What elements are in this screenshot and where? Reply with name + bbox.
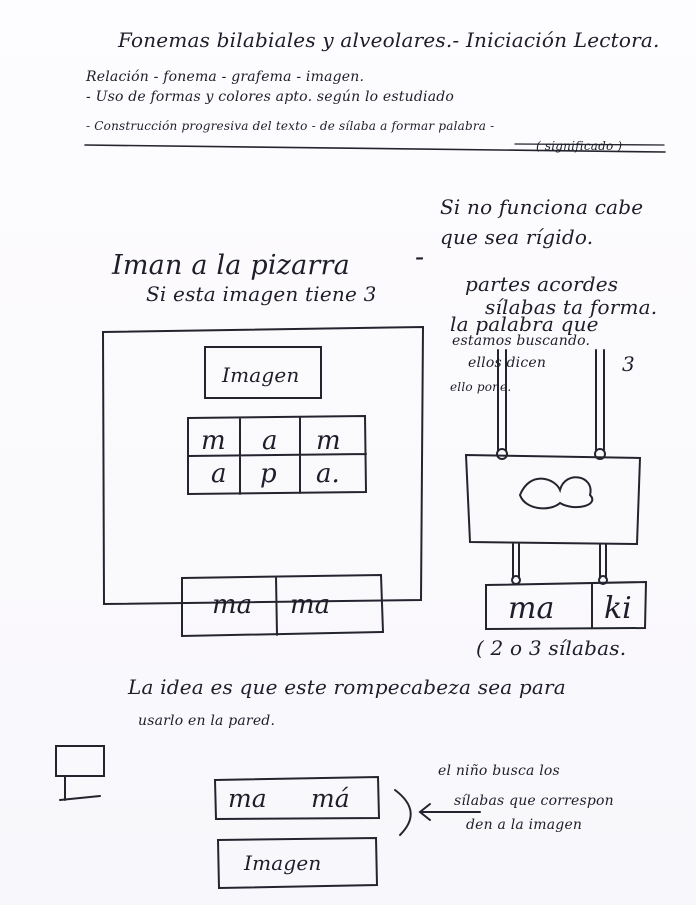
right-note-1: Si no funciona cabe <box>440 195 644 219</box>
iman-text: Iman a la pizarra <box>112 250 350 281</box>
silabas-text: ( 2 o 3 sílabas. <box>476 636 627 660</box>
bottom-imagen-text: Imagen <box>244 851 322 875</box>
board-imagen-box <box>204 346 322 399</box>
grid-cell-5: p <box>260 459 277 489</box>
ma-right-text: ma <box>290 590 331 620</box>
partes-text-2: sílabas ta forma. <box>485 295 658 319</box>
dash-text: - <box>415 242 425 273</box>
grid-cell-4: a <box>211 459 227 489</box>
maki-right-text: ki <box>604 591 632 626</box>
idea-text-2: usarlo en la pared. <box>138 713 276 729</box>
ello-pone-text: ello pone. <box>450 380 512 394</box>
letter-grid <box>187 414 368 496</box>
idea-text-1: La idea es que este rompecabeza sea para <box>128 675 566 699</box>
hanging-strings <box>497 349 605 451</box>
bracket-arrow <box>394 789 481 836</box>
note-line-3: - Construcción progresiva del texto - de… <box>86 119 495 133</box>
grid-cell-2: a <box>262 426 278 456</box>
estamos-text: estamos buscando. <box>452 333 591 349</box>
palabra-text: la palabra que <box>450 312 599 336</box>
bottom-ma-1-text: ma <box>228 784 267 813</box>
board-imagen-label: Imagen <box>222 363 300 387</box>
title-text: Fonemas bilabiales y alveolares.- Inicia… <box>118 28 660 52</box>
nino-text-1: el niño busca los <box>438 763 560 779</box>
grid-cell-3: m <box>316 426 341 456</box>
image-card-outline <box>464 453 642 546</box>
grid-cell-1: m <box>201 426 226 456</box>
partes-text-1: partes acordes <box>465 272 619 296</box>
ma-left-text: ma <box>212 590 253 620</box>
right-note-2: que sea rígido. <box>440 225 594 249</box>
maki-left-text: ma <box>508 591 555 626</box>
si-imagen-text: Si esta imagen tiene 3 <box>146 282 377 306</box>
note-line-2: - Uso de formas y colores apto. según lo… <box>86 89 455 105</box>
nino-text-2: sílabas que correspon <box>454 793 614 809</box>
note-line-1: Relación - fonema - grafema - imagen. <box>86 69 365 85</box>
bottom-ma-outline <box>213 775 381 821</box>
note-line-3b: ( significado ) <box>536 139 623 153</box>
cloud-scribble-icon <box>518 476 594 510</box>
nino-text-3: den a la imagen <box>466 817 583 833</box>
tres-text: 3 <box>622 352 635 376</box>
ellos-text: ellos dicen <box>468 355 547 371</box>
ma-ma-outline <box>181 573 385 638</box>
grid-cell-6: a. <box>316 459 340 489</box>
board-outline <box>101 325 425 606</box>
small-sign-icon <box>55 745 105 801</box>
bottom-ma-2-text: má <box>311 784 350 813</box>
bottom-imagen-outline <box>216 836 379 890</box>
lower-strings <box>512 543 607 579</box>
maki-outline <box>485 580 648 631</box>
